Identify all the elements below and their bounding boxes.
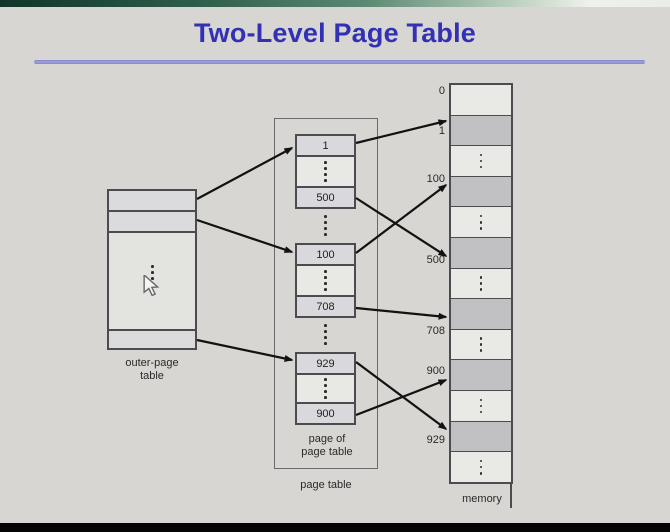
- page-table-entry: 900: [297, 402, 354, 423]
- ellipsis-dots: [151, 265, 154, 280]
- memory-address-label: 100: [426, 173, 445, 185]
- page-table-entry: 708: [297, 295, 354, 316]
- ellipsis-dots: [324, 270, 327, 291]
- title-underline: [34, 60, 645, 64]
- memory-frame: [451, 176, 511, 208]
- memory-frame: [451, 238, 511, 269]
- page-table-outline: [274, 118, 378, 469]
- ellipsis-dots: [324, 215, 327, 236]
- outer-table-middle: [109, 233, 195, 329]
- memory-frame: [451, 421, 511, 453]
- memory-frame: [451, 207, 511, 239]
- memory-address-label: 900: [426, 365, 445, 377]
- ellipsis-dots: [479, 459, 483, 475]
- memory-frame: [451, 299, 511, 330]
- outer-table-entry-2: [109, 212, 195, 233]
- ellipsis-dots: [479, 337, 483, 353]
- memory-edge-extension: [510, 483, 512, 508]
- outer-table-entry-last: [109, 329, 195, 348]
- page-of-page-table-label: page of page table: [301, 433, 353, 458]
- page-title: Two-Level Page Table: [193, 18, 477, 48]
- memory-address-label: 0: [438, 85, 445, 97]
- memory-label: memory: [462, 493, 502, 505]
- ellipsis-dots: [324, 324, 327, 345]
- ellipsis-dots: [324, 161, 327, 182]
- page-of-page-table-group-1: 1 500: [295, 134, 356, 209]
- memory-frame: [451, 85, 511, 116]
- outer-table-entry-1: [109, 191, 195, 212]
- memory-frame: [451, 452, 511, 482]
- ellipsis-dots: [479, 153, 483, 169]
- ellipsis-dots: [479, 214, 483, 230]
- video-top-strip: [0, 0, 670, 7]
- page-table-label: page table: [300, 479, 352, 491]
- memory-frame: [451, 391, 511, 422]
- memory-address-label: 1: [438, 125, 445, 137]
- memory-address-label: 708: [426, 325, 445, 337]
- memory-address-label: 500: [426, 254, 445, 266]
- memory-frame: [451, 360, 511, 392]
- mouse-cursor-icon: [143, 275, 160, 297]
- page-of-page-table-group-2: 100 708: [295, 243, 356, 318]
- ellipsis-dots: [479, 398, 483, 414]
- page-table-entry: 100: [297, 245, 354, 266]
- memory-frame: [451, 329, 511, 361]
- memory-frame: [451, 146, 511, 177]
- outer-page-table-label: outer-page table: [125, 357, 179, 382]
- memory-frame: [451, 268, 511, 300]
- outer-page-table: [107, 189, 197, 350]
- ellipsis-dots: [479, 276, 483, 291]
- ellipsis-dots: [324, 378, 327, 399]
- memory-address-label: 929: [426, 434, 445, 446]
- page-table-entry: 1: [297, 136, 354, 157]
- page-table-entry: 500: [297, 186, 354, 207]
- memory-column: [449, 83, 513, 484]
- memory-frame: [451, 115, 511, 147]
- page-table-entry: 929: [297, 354, 354, 375]
- video-bottom-strip: [0, 523, 670, 532]
- page-of-page-table-group-3: 929 900: [295, 352, 356, 425]
